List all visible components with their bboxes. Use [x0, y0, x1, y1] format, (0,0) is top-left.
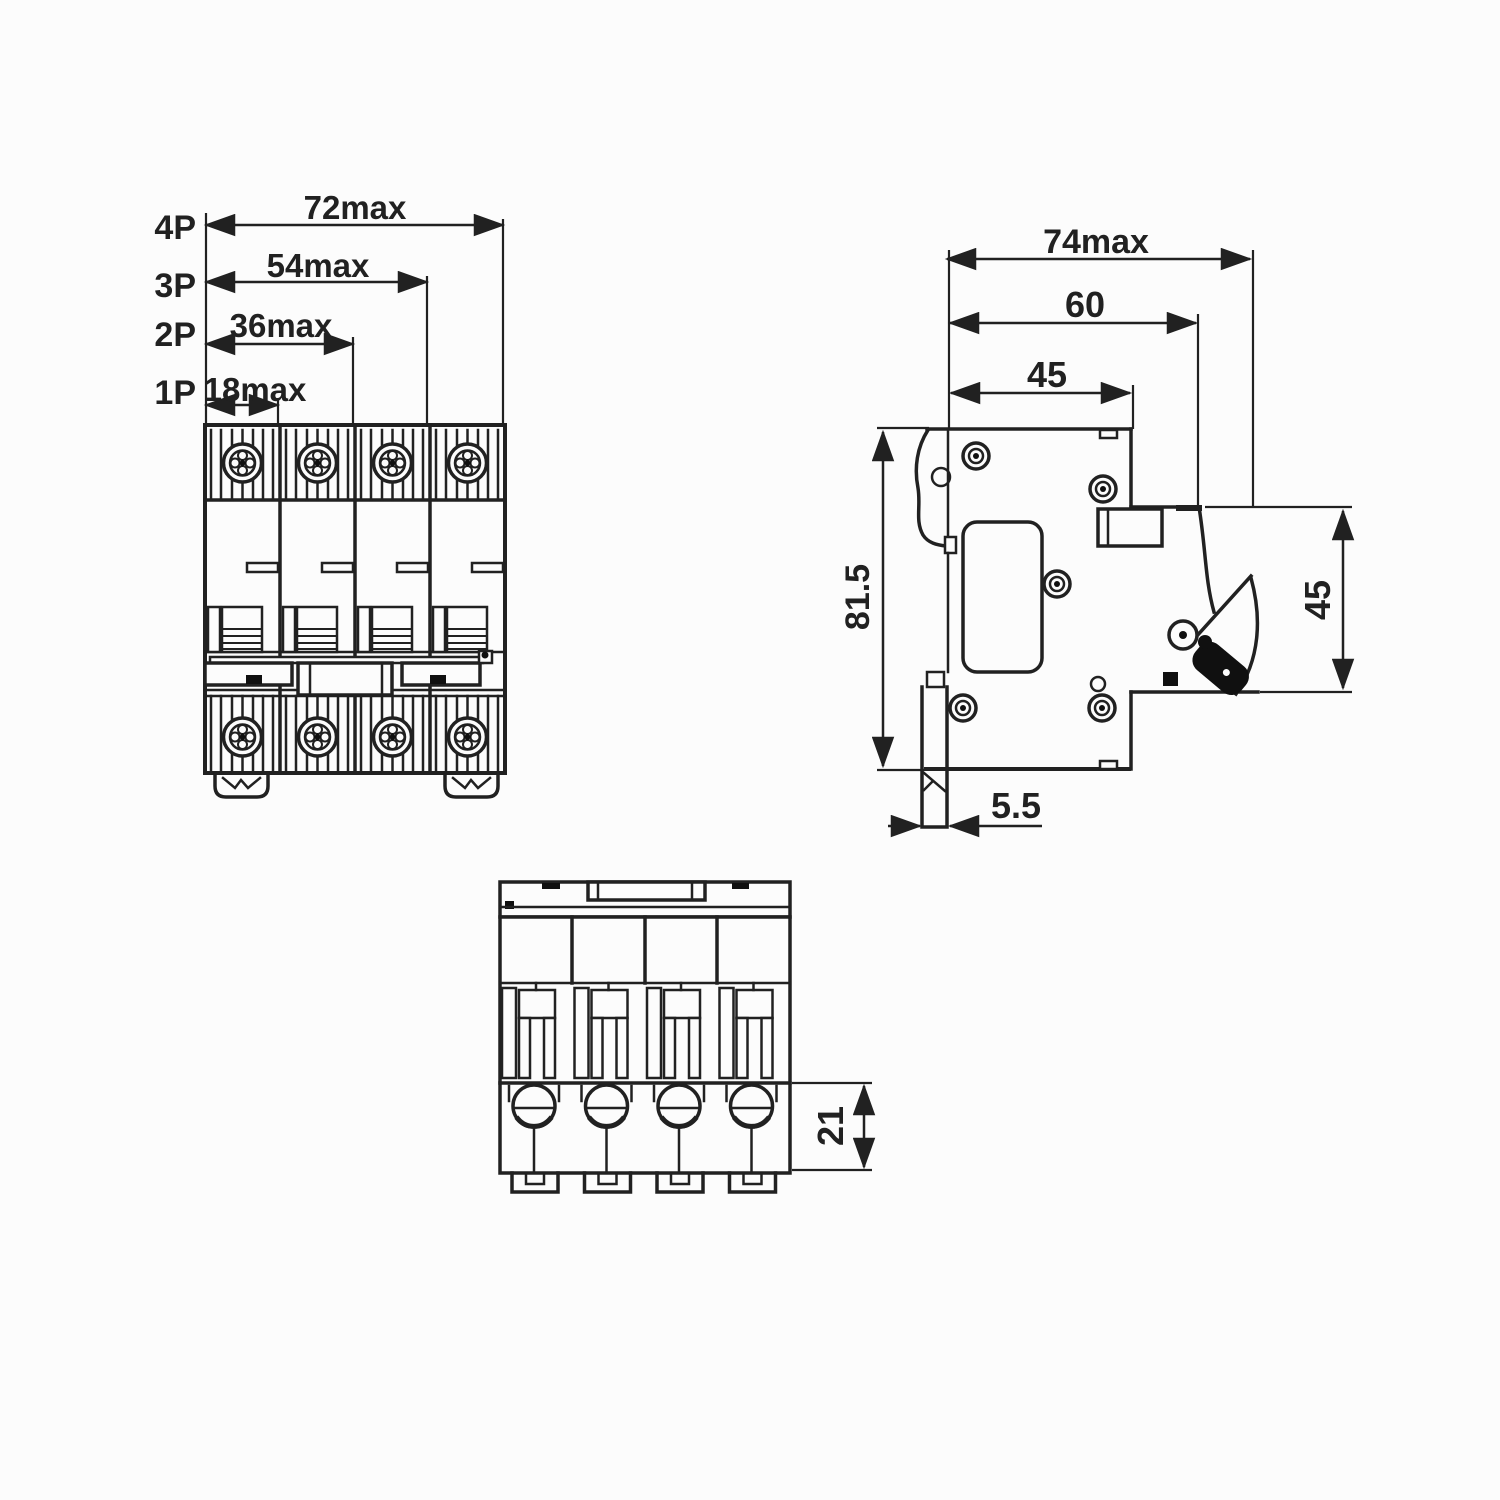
pole-label-1p: 1P	[154, 374, 196, 412]
din-clip-side	[920, 670, 949, 829]
side-view: 74max 60 45 81.5 45 5.5	[839, 223, 1355, 838]
mounting-lug	[1096, 507, 1164, 548]
dim-label-36max: 36max	[230, 307, 333, 344]
toggle-mechanism	[1163, 573, 1260, 697]
front-view-body	[203, 423, 507, 799]
dim-label-74max: 74max	[1043, 223, 1149, 261]
dim-label-60: 60	[1065, 284, 1105, 325]
dim-label-45-depth: 45	[1027, 354, 1067, 395]
dim-label-21: 21	[810, 1106, 851, 1146]
din-clip-left	[213, 771, 270, 799]
front-view-handle-row	[203, 649, 494, 697]
bottom-view: 21	[498, 880, 876, 1192]
bottom-view-din-bar	[498, 880, 792, 919]
dim-label-72max: 72max	[304, 189, 407, 226]
front-view-dimension-lines	[203, 213, 506, 417]
bottom-view-body	[498, 915, 792, 1192]
dim-label-54max: 54max	[267, 247, 370, 284]
toggle-handle-side	[1192, 641, 1249, 695]
rating-label-plate	[961, 520, 1044, 674]
pole-label-2p: 2P	[154, 316, 196, 354]
side-view-rivets	[948, 441, 1118, 723]
front-view: 72max 54max 36max 18max 4P 3P 2P 1P	[154, 189, 507, 799]
side-view-dimension-lines	[871, 247, 1355, 838]
pole-label-3p: 3P	[154, 267, 196, 305]
din-hook	[914, 427, 958, 674]
side-view-body	[914, 427, 1260, 829]
dim-label-18max: 18max	[204, 371, 307, 408]
toggle-handle-front	[296, 661, 394, 697]
dim-label-5-5: 5.5	[991, 785, 1041, 826]
dim-label-45-height: 45	[1297, 580, 1338, 620]
pole-label-4p: 4P	[154, 209, 196, 247]
bottom-view-dimension: 21	[792, 1081, 876, 1172]
din-clip-right	[443, 771, 500, 799]
dim-label-81-5: 81.5	[839, 564, 877, 630]
